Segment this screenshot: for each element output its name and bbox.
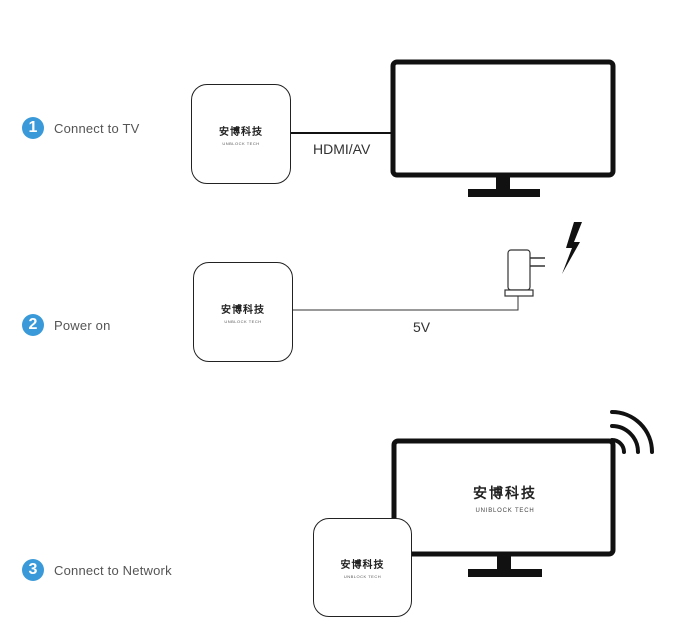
tv-subtitle: UNIBLOCK TECH bbox=[475, 508, 535, 514]
tv-box-icon: 安博科技 UNBLOCK TECH bbox=[191, 84, 291, 184]
power-adapter-icon bbox=[504, 249, 545, 297]
step-2: 2 Power on bbox=[22, 314, 111, 336]
step-label: Power on bbox=[54, 317, 111, 333]
step-number-badge: 3 bbox=[22, 559, 44, 581]
box-subtitle: UNBLOCK TECH bbox=[222, 140, 260, 146]
tv-icon bbox=[390, 59, 616, 197]
step-label: Connect to Network bbox=[54, 562, 172, 578]
hdmi-label: HDMI/AV bbox=[313, 141, 371, 157]
tv-screen-content: 安博科技 UNIBLOCK TECH bbox=[450, 483, 560, 514]
wifi-icon bbox=[610, 410, 654, 454]
tv-box-icon: 安博科技 UNBLOCK TECH bbox=[313, 518, 412, 617]
tv-box-icon: 安博科技 UNBLOCK TECH bbox=[193, 262, 293, 362]
box-brand: 安博科技 bbox=[340, 560, 385, 571]
box-brand: 安博科技 bbox=[219, 126, 263, 138]
step-3: 3 Connect to Network bbox=[22, 559, 172, 581]
power-cable bbox=[292, 296, 519, 311]
lightning-icon bbox=[562, 222, 582, 274]
step-number-badge: 2 bbox=[22, 314, 44, 336]
step-label: Connect to TV bbox=[54, 120, 140, 136]
step-number-badge: 1 bbox=[22, 117, 44, 139]
box-subtitle: UNBLOCK TECH bbox=[343, 574, 382, 579]
box-brand: 安博科技 bbox=[221, 304, 265, 316]
tv-brand: 安博科技 bbox=[473, 485, 537, 501]
power-label: 5V bbox=[413, 319, 431, 335]
box-subtitle: UNBLOCK TECH bbox=[224, 318, 262, 324]
tv-icon bbox=[391, 438, 616, 577]
step-1: 1 Connect to TV bbox=[22, 117, 139, 139]
